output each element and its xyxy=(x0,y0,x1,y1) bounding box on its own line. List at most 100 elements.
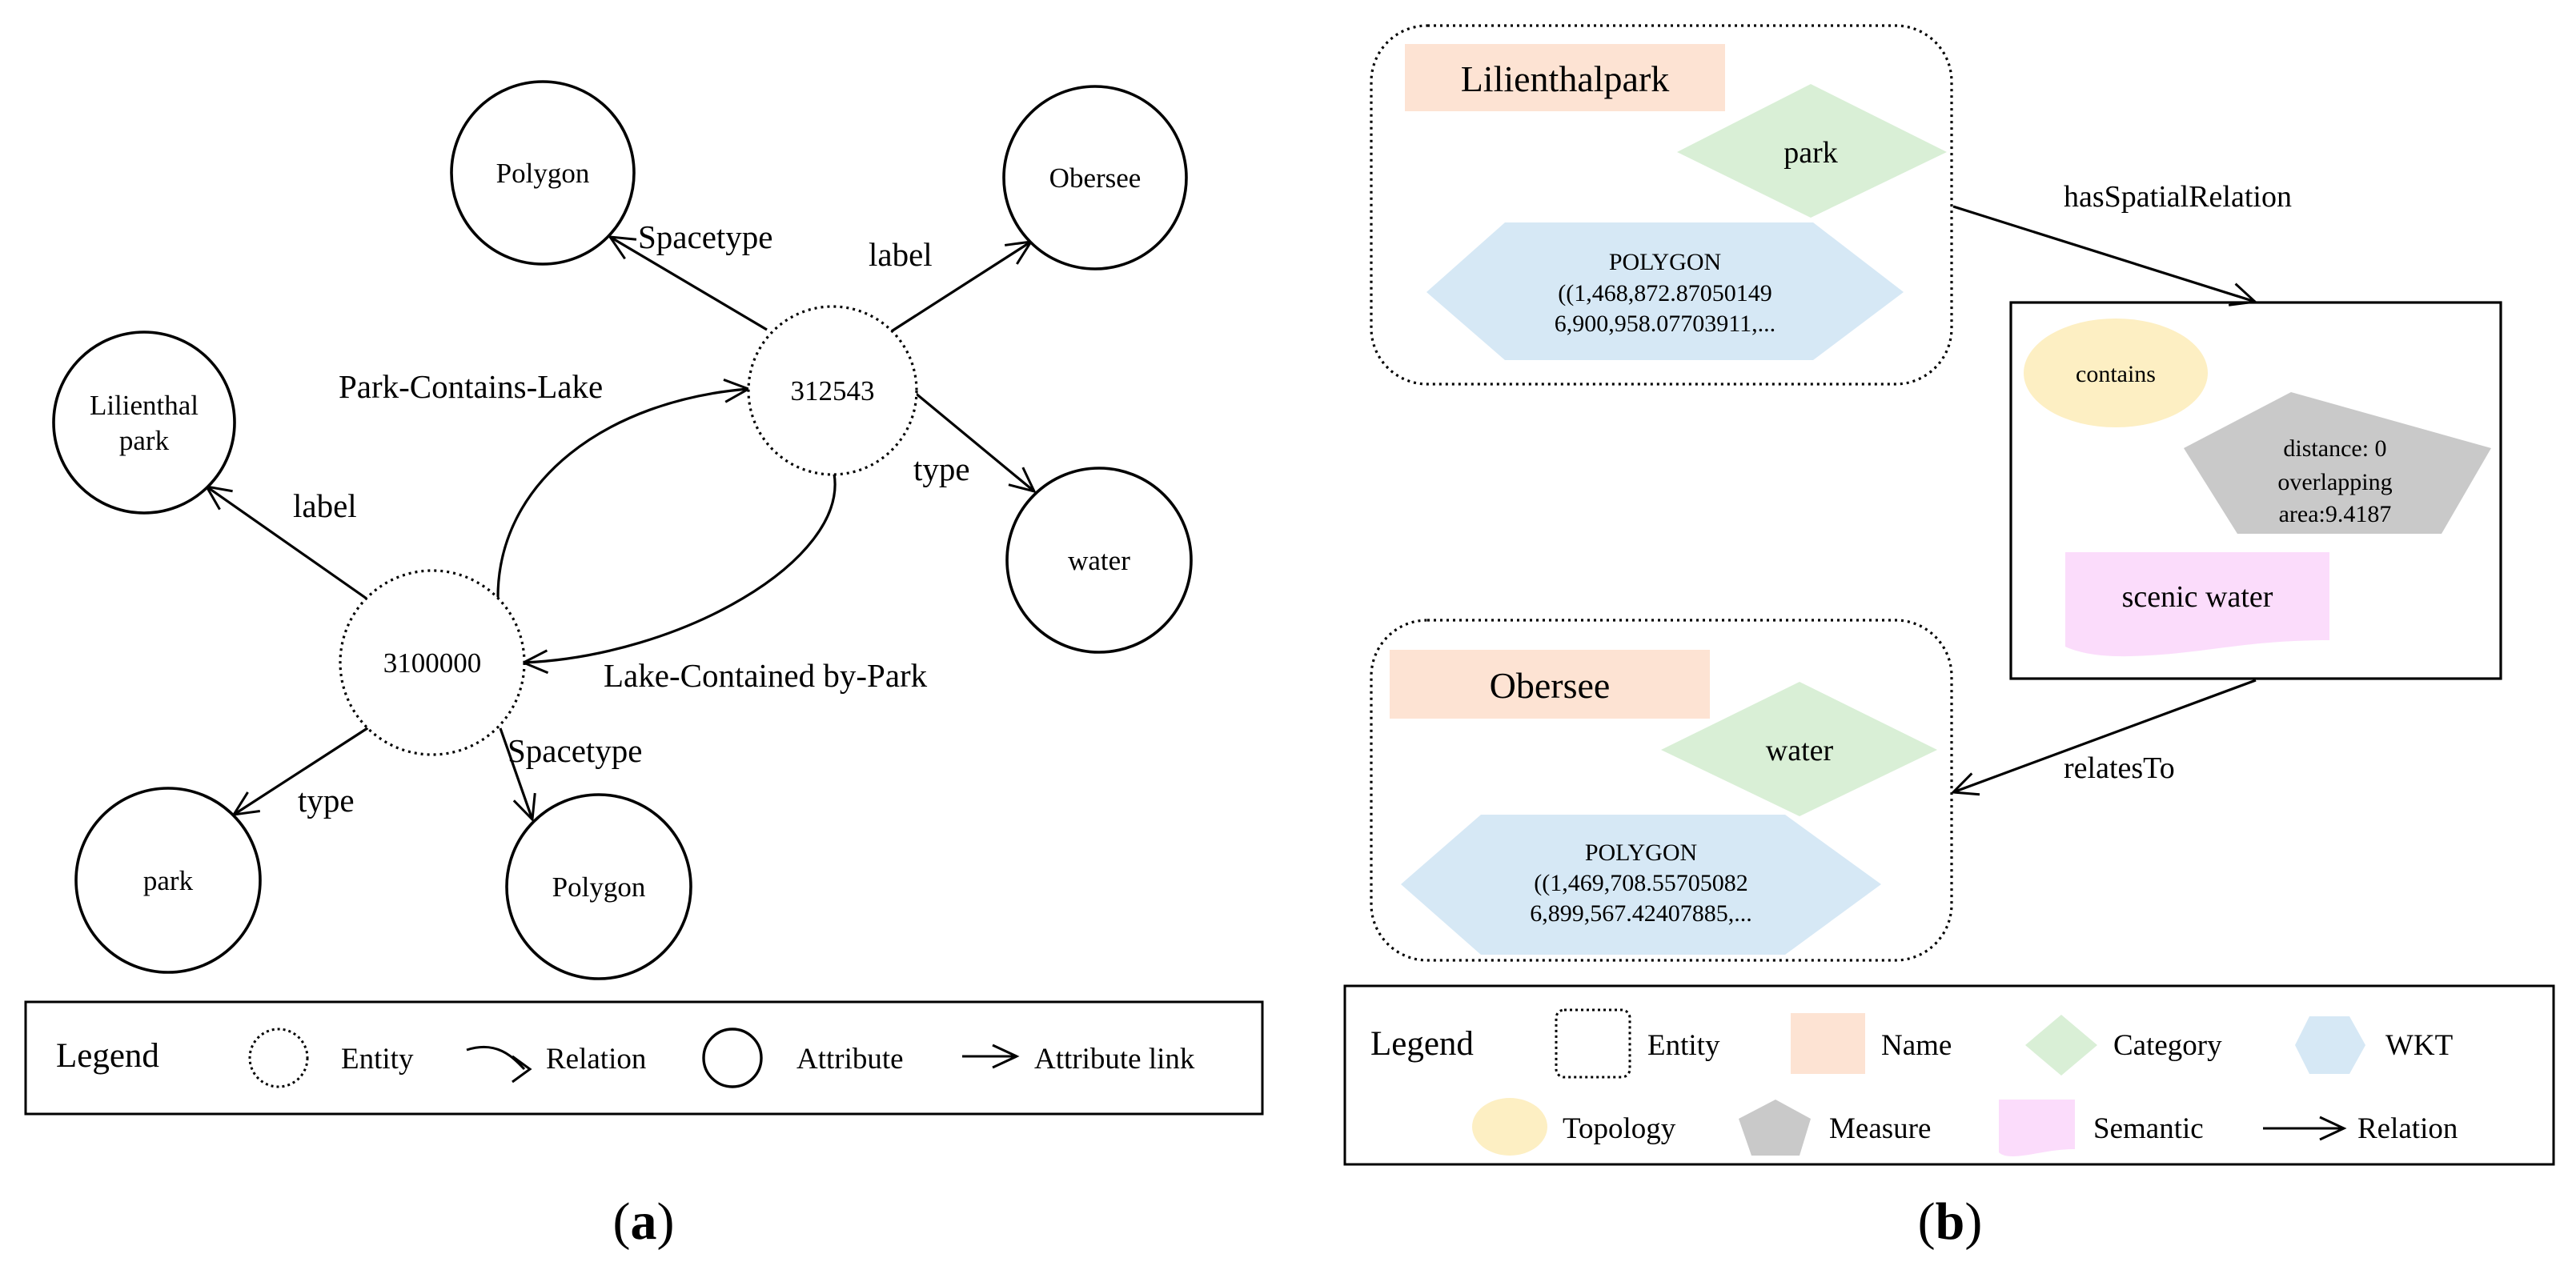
legend-a-attribute-label: Attribute xyxy=(796,1043,904,1076)
caption-b-letter: b xyxy=(1936,1192,1965,1251)
attribute-node-lilienthal-line1: Lilienthal xyxy=(90,390,199,421)
semantic-text: scenic water xyxy=(2122,580,2273,614)
legend-b-topology-label: Topology xyxy=(1563,1112,1676,1145)
wkt-text-lilienthalpark-line2: ((1,468,872.87050149 xyxy=(1558,280,1772,306)
attribute-node-park xyxy=(74,787,262,974)
legend-b-measure-label: Measure xyxy=(1829,1112,1931,1145)
attribute-node-water xyxy=(1005,467,1193,654)
edge-label-park-label: label xyxy=(293,487,357,524)
legend-b-semantic-label: Semantic xyxy=(2093,1112,2204,1145)
name-box-lilienthalpark xyxy=(1405,44,1725,111)
edge-label-park-type: type xyxy=(298,782,355,819)
wkt-hexagon-obersee xyxy=(1401,815,1881,955)
edge-lake-contained-by-park xyxy=(520,473,837,675)
category-diamond-park-shape xyxy=(1677,84,1947,218)
caption-b-open: ( xyxy=(1918,1192,1936,1251)
caption-b-close: ) xyxy=(1964,1192,1982,1251)
legend-a-entity-symbol xyxy=(248,1028,309,1088)
attribute-node-polygon-park-label: Polygon xyxy=(552,871,646,903)
edge-park-spacetype xyxy=(499,727,536,823)
caption-a-open: ( xyxy=(613,1192,631,1251)
name-text-lilienthalpark: Lilienthalpark xyxy=(1461,58,1670,99)
category-text-water: water xyxy=(1766,734,1834,767)
legend-b-wkt-label: WKT xyxy=(2385,1029,2453,1062)
wkt-text-obersee-line1: POLYGON xyxy=(1585,839,1697,866)
edge-label-relates-to: relatesTo xyxy=(2064,751,2175,785)
edge-lake-type xyxy=(913,391,1037,494)
edge-lake-label xyxy=(889,240,1033,334)
legend-a-relation-arrowhead xyxy=(512,1055,532,1084)
legend-a-frame xyxy=(24,1000,1264,1116)
svg-text:(b): (b) xyxy=(1918,1192,1983,1251)
caption-a: (a) xyxy=(613,1192,675,1251)
caption-a-close: ) xyxy=(657,1192,675,1251)
legend-b-category-label: Category xyxy=(2113,1029,2222,1062)
legend-a-attribute-link-label: Attribute link xyxy=(1034,1043,1195,1076)
edge-has-spatial-relation xyxy=(1952,205,2258,306)
attribute-node-obersee-label: Obersee xyxy=(1049,162,1142,194)
legend-a: Legend Entity Relation Attribute Attribu… xyxy=(24,1000,1264,1116)
attribute-node-lilienthal-park xyxy=(52,331,236,515)
attribute-node-park-label: park xyxy=(143,865,194,896)
legend-b-measure-symbol xyxy=(1739,1100,1811,1156)
edge-label-park-contains-lake: Park-Contains-Lake xyxy=(339,368,603,405)
edge-label-park-spacetype: Spacetype xyxy=(508,732,642,769)
measure-pentagon-shape xyxy=(2184,392,2491,534)
legend-b-wkt-symbol xyxy=(2295,1016,2365,1074)
topology-text: contains xyxy=(2076,361,2156,387)
attribute-node-polygon-lake-label: Polygon xyxy=(496,158,590,189)
legend-b-category-symbol xyxy=(2025,1015,2097,1076)
attribute-node-polygon-park xyxy=(505,793,692,980)
legend-b: Legend Entity Name Category WKT Topology… xyxy=(1343,984,2555,1166)
edge-lake-spacetype xyxy=(607,235,768,331)
legend-a-relation-symbol xyxy=(466,1045,526,1071)
panel-a: 3100000 312543 Lilienthal park park Poly… xyxy=(24,80,1264,1251)
edge-park-contains-lake xyxy=(496,379,752,601)
measure-text-line3: area:9.4187 xyxy=(2279,501,2392,527)
legend-b-semantic-symbol xyxy=(1999,1100,2075,1156)
category-text-park: park xyxy=(1784,136,1838,170)
edge-label-has-spatial-relation: hasSpatialRelation xyxy=(2064,180,2292,214)
legend-a-relation-label: Relation xyxy=(546,1043,646,1076)
legend-b-relation-label: Relation xyxy=(2357,1112,2458,1145)
wkt-text-lilienthalpark-line3: 6,900,958.07703911,... xyxy=(1555,310,1776,337)
legend-b-frame xyxy=(1343,984,2555,1166)
legend-b-name-label: Name xyxy=(1881,1029,1952,1062)
name-box-obersee xyxy=(1390,650,1710,719)
measure-text-line1: distance: 0 xyxy=(2283,435,2386,462)
category-diamond-water xyxy=(1661,682,1937,816)
attribute-node-lilienthal-line2: park xyxy=(119,425,170,456)
caption-a-letter: a xyxy=(631,1192,657,1251)
wkt-hexagon-lilienthalpark xyxy=(1426,222,1904,360)
topology-ellipse xyxy=(2024,318,2208,427)
edge-label-lake-contained-by-park: Lake-Contained by-Park xyxy=(604,657,928,694)
legend-a-title: Legend xyxy=(56,1037,159,1075)
entity-node-312543 xyxy=(747,305,918,476)
edge-park-label xyxy=(204,484,367,600)
caption-b: (b) xyxy=(1918,1192,1983,1251)
attribute-node-polygon-lake xyxy=(450,80,636,266)
edge-label-lake-label: label xyxy=(869,236,933,273)
legend-b-topology-symbol xyxy=(1472,1098,1547,1156)
entity-node-3100000 xyxy=(339,569,526,756)
attribute-node-water-label: water xyxy=(1068,545,1130,576)
legend-b-name-symbol xyxy=(1791,1013,1865,1074)
wkt-text-obersee-line2: ((1,469,708.55705082 xyxy=(1534,870,1747,896)
semantic-flag xyxy=(2065,552,2329,657)
svg-text:(a): (a) xyxy=(613,1192,675,1251)
edge-label-lake-type: type xyxy=(913,451,970,487)
wkt-text-obersee-line3: 6,899,567.42407885,... xyxy=(1530,900,1752,927)
edge-park-type xyxy=(231,725,371,816)
edge-relates-to xyxy=(1950,679,2257,796)
name-text-obersee: Obersee xyxy=(1490,665,1611,706)
entity-node-312543-label: 312543 xyxy=(791,375,875,407)
edge-label-lake-spacetype: Spacetype xyxy=(638,218,772,255)
wkt-text-lilienthalpark-line1: POLYGON xyxy=(1609,249,1721,275)
legend-b-entity-label: Entity xyxy=(1647,1029,1720,1062)
measure-text-line2: overlapping xyxy=(2277,469,2392,495)
attribute-node-obersee xyxy=(1002,85,1188,270)
legend-a-attribute-symbol xyxy=(702,1028,763,1088)
legend-b-entity-symbol xyxy=(1555,1008,1631,1079)
legend-a-entity-label: Entity xyxy=(341,1043,414,1076)
